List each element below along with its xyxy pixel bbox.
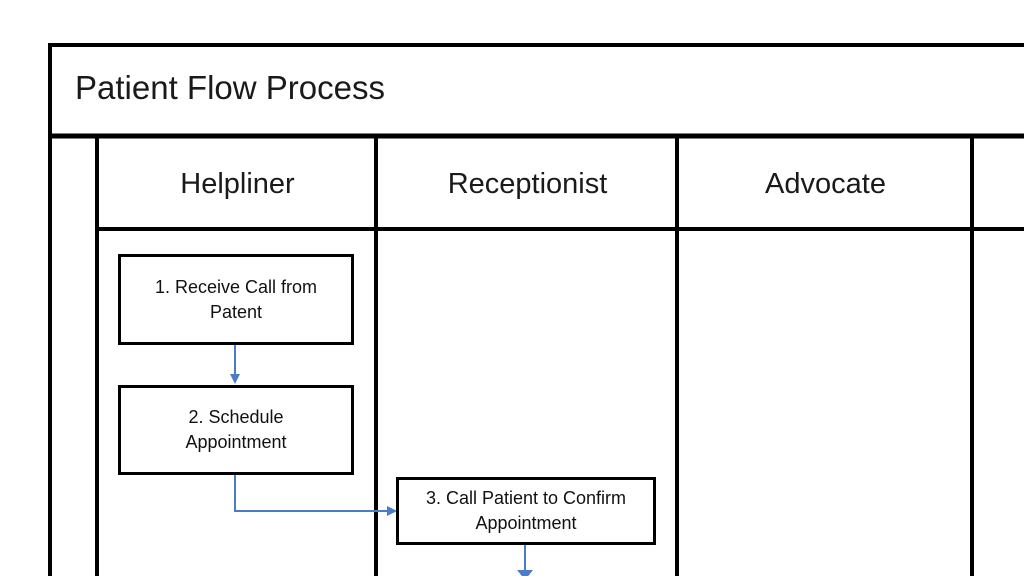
step-text: 3. Call Patient to Confirm Appointment [425, 488, 627, 533]
step-text: 1. Receive Call from Patent [154, 276, 318, 322]
diagram-title: Patient Flow Process [75, 69, 385, 106]
lane-header-advocate: Advocate [679, 140, 972, 228]
connector-3-arrowhead [517, 570, 533, 576]
step-box-confirm-appointment[interactable]: 3. Call Patient to Confirm Appointment [396, 477, 656, 545]
step-box-receive-call[interactable]: 1. Receive Call from Patent [118, 254, 354, 345]
lane-label: Advocate [765, 167, 886, 200]
lane-header-helpliner: Helpliner [99, 140, 376, 228]
lane-label: Helpliner [180, 167, 295, 200]
lane-header-partial [974, 140, 1024, 228]
step-box-schedule-appointment[interactable]: 2. Schedule Appointment [118, 385, 354, 475]
lane-label: Receptionist [447, 167, 608, 200]
lane-header-receptionist: Receptionist [378, 140, 677, 228]
step-text: 2. Schedule Appointment [185, 407, 287, 452]
connector-2-to-3 [234, 475, 397, 516]
